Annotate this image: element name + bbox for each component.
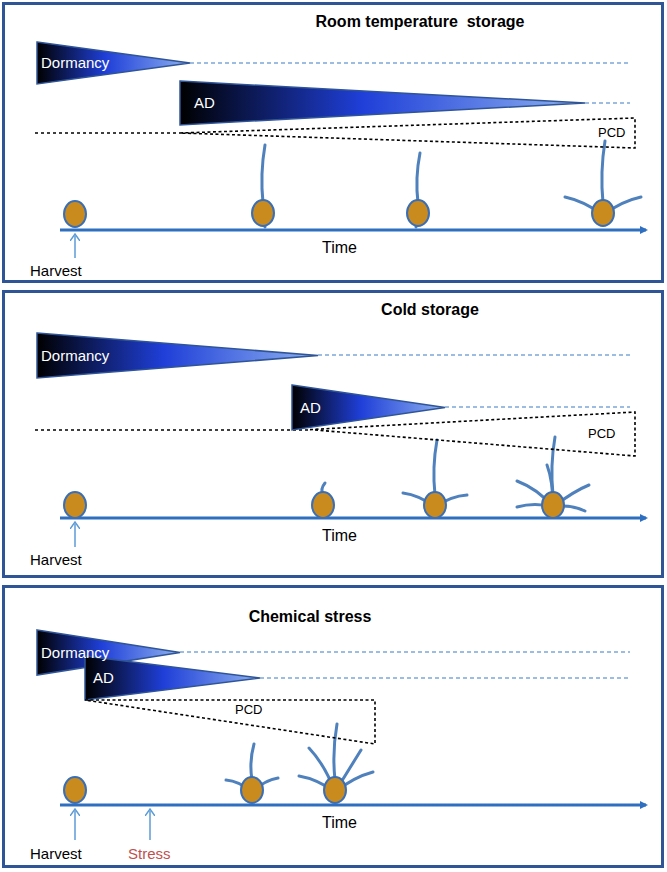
ad-trail xyxy=(585,102,630,103)
pcd-label: PCD xyxy=(598,126,625,141)
pcd-lead xyxy=(35,132,180,133)
event-label: Harvest xyxy=(30,845,82,862)
dormancy-trail xyxy=(318,354,630,355)
seed xyxy=(407,153,429,227)
phase-label: Dormancy xyxy=(41,347,109,364)
seed xyxy=(226,744,278,803)
ad-trail xyxy=(260,677,630,678)
time-axis xyxy=(60,804,646,807)
ad-trail xyxy=(445,406,630,407)
phase-label: AD xyxy=(93,669,114,686)
seed-body xyxy=(312,492,334,518)
shoot xyxy=(334,724,337,780)
shoot xyxy=(434,440,437,495)
phase-label: Dormancy xyxy=(41,54,109,71)
panel-title: Cold storage xyxy=(381,301,479,319)
seed xyxy=(312,483,334,518)
harvest-arrow xyxy=(74,524,76,547)
seed-body xyxy=(592,200,614,226)
seed-body xyxy=(324,777,346,803)
harvest-arrow xyxy=(74,236,76,258)
shoot xyxy=(417,153,420,203)
seed xyxy=(64,201,86,227)
panel-title: Room temperature storage xyxy=(316,13,525,31)
seed xyxy=(299,724,373,803)
pcd-wedge xyxy=(310,412,635,456)
seed-body xyxy=(64,492,86,518)
axis-label: Time xyxy=(322,527,357,545)
phase-label: AD xyxy=(300,399,321,416)
seed-body xyxy=(64,777,86,803)
axis-label: Time xyxy=(322,239,357,257)
seed-body xyxy=(424,492,446,518)
time-axis xyxy=(60,229,646,232)
phase-wedge xyxy=(180,81,585,125)
pcd-label: PCD xyxy=(588,427,615,442)
stress-arrow xyxy=(149,811,151,840)
axis-label: Time xyxy=(322,814,357,832)
pcd-lead xyxy=(35,429,310,430)
dormancy-trail xyxy=(180,651,630,652)
seeds xyxy=(64,141,641,803)
seed xyxy=(403,440,467,518)
seed xyxy=(252,145,274,227)
event-label: Harvest xyxy=(30,262,82,279)
event-label: Harvest xyxy=(30,551,82,568)
pcd-wedge: PCD xyxy=(180,118,635,148)
pcd-wedge: PCD xyxy=(85,700,375,744)
shoot xyxy=(602,141,605,203)
harvest-arrow xyxy=(74,811,76,840)
phase-wedge: Dormancy xyxy=(37,42,190,84)
seed-body xyxy=(241,777,263,803)
phase-wedge: AD xyxy=(85,656,260,700)
panel-title: Chemical stress xyxy=(249,608,372,626)
phase-wedge: AD xyxy=(180,81,585,125)
seed-body xyxy=(407,200,429,226)
stress-label: Stress xyxy=(128,845,171,862)
phase-label: AD xyxy=(194,94,215,111)
seed xyxy=(565,141,641,226)
pcd-label: PCD xyxy=(235,703,262,718)
shoot xyxy=(262,145,265,203)
shoot xyxy=(251,744,254,780)
seed xyxy=(64,777,86,803)
dormancy-trail xyxy=(190,62,630,63)
pcd-wedge xyxy=(85,700,375,744)
seed-body xyxy=(542,492,564,518)
pcd-wedge xyxy=(180,118,635,148)
seed-body xyxy=(64,201,86,227)
pcd-wedge: PCD xyxy=(310,412,635,456)
seed-body xyxy=(252,200,274,226)
seed xyxy=(64,492,86,518)
phase-wedge: Dormancy xyxy=(37,333,318,378)
phase-label: Dormancy xyxy=(41,644,109,661)
